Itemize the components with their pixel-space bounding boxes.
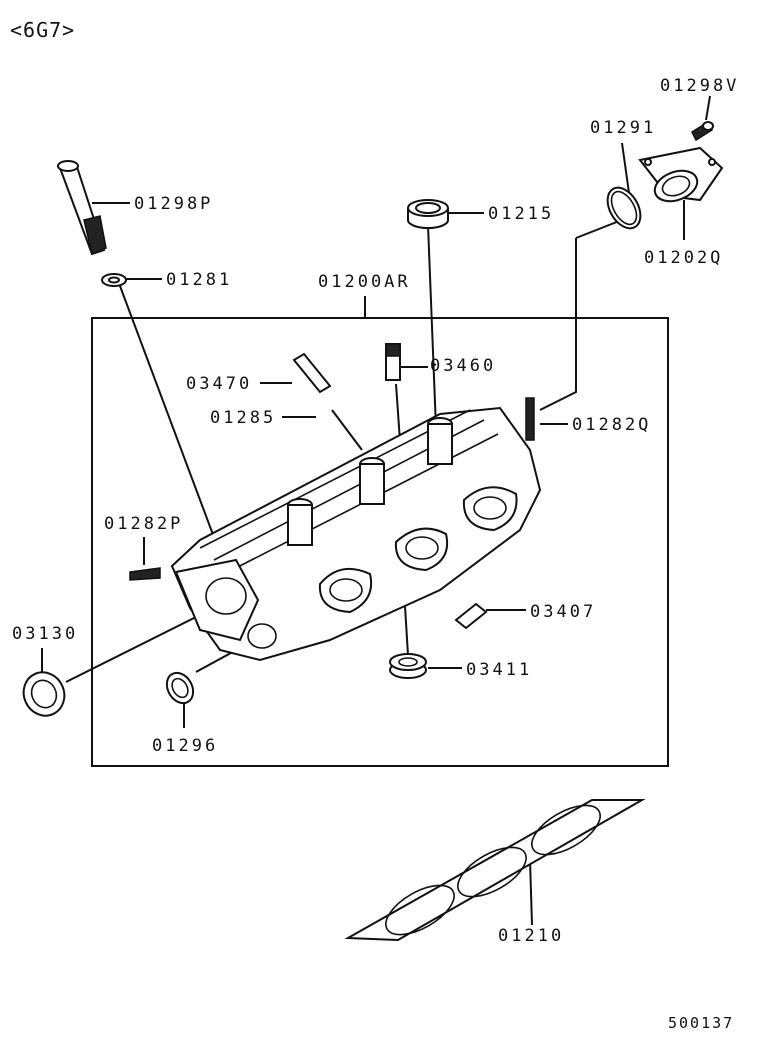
valve-stem-seal — [389, 653, 427, 679]
diagram-header: <6G7> — [10, 18, 76, 42]
part-label-01210: 01210 — [498, 926, 565, 946]
part-label-03130: 03130 — [12, 624, 79, 644]
part-label-01202Q: 01202Q — [644, 248, 724, 268]
stud-bolt-p — [129, 567, 161, 581]
rocker-shaft-pin — [292, 352, 332, 394]
valve-guide-seal — [454, 602, 488, 630]
assembly-frame — [91, 317, 669, 767]
part-label-01215: 01215 — [488, 204, 555, 224]
stud-pin — [385, 343, 401, 381]
cylinder-head — [170, 406, 542, 662]
water-outlet-housing — [638, 146, 724, 203]
part-label-01281: 01281 — [166, 270, 233, 290]
cylinder-head-bolt — [57, 160, 107, 256]
leader-lines — [41, 95, 711, 926]
document-number: 500137 — [668, 1014, 735, 1032]
part-label-01296: 01296 — [152, 736, 219, 756]
part-label-01200AR: 01200AR — [318, 272, 411, 292]
o-ring — [606, 186, 642, 230]
housing-bolt — [691, 120, 714, 142]
stud-bolt-q — [525, 397, 535, 441]
head-gasket — [344, 799, 646, 942]
part-label-01298V: 01298V — [660, 76, 740, 96]
part-label-03460: 03460 — [430, 356, 497, 376]
part-label-03411: 03411 — [466, 660, 533, 680]
part-label-01282Q: 01282Q — [572, 415, 652, 435]
part-label-03407: 03407 — [530, 602, 597, 622]
part-label-03470: 03470 — [186, 374, 253, 394]
plug-seal — [165, 671, 195, 705]
part-label-01285: 01285 — [210, 408, 277, 428]
part-label-01282P: 01282P — [104, 514, 184, 534]
camshaft-plug-seal — [407, 199, 449, 229]
camshaft-oil-seal — [22, 671, 66, 717]
part-label-01291: 01291 — [590, 118, 657, 138]
part-label-01298P: 01298P — [134, 194, 214, 214]
